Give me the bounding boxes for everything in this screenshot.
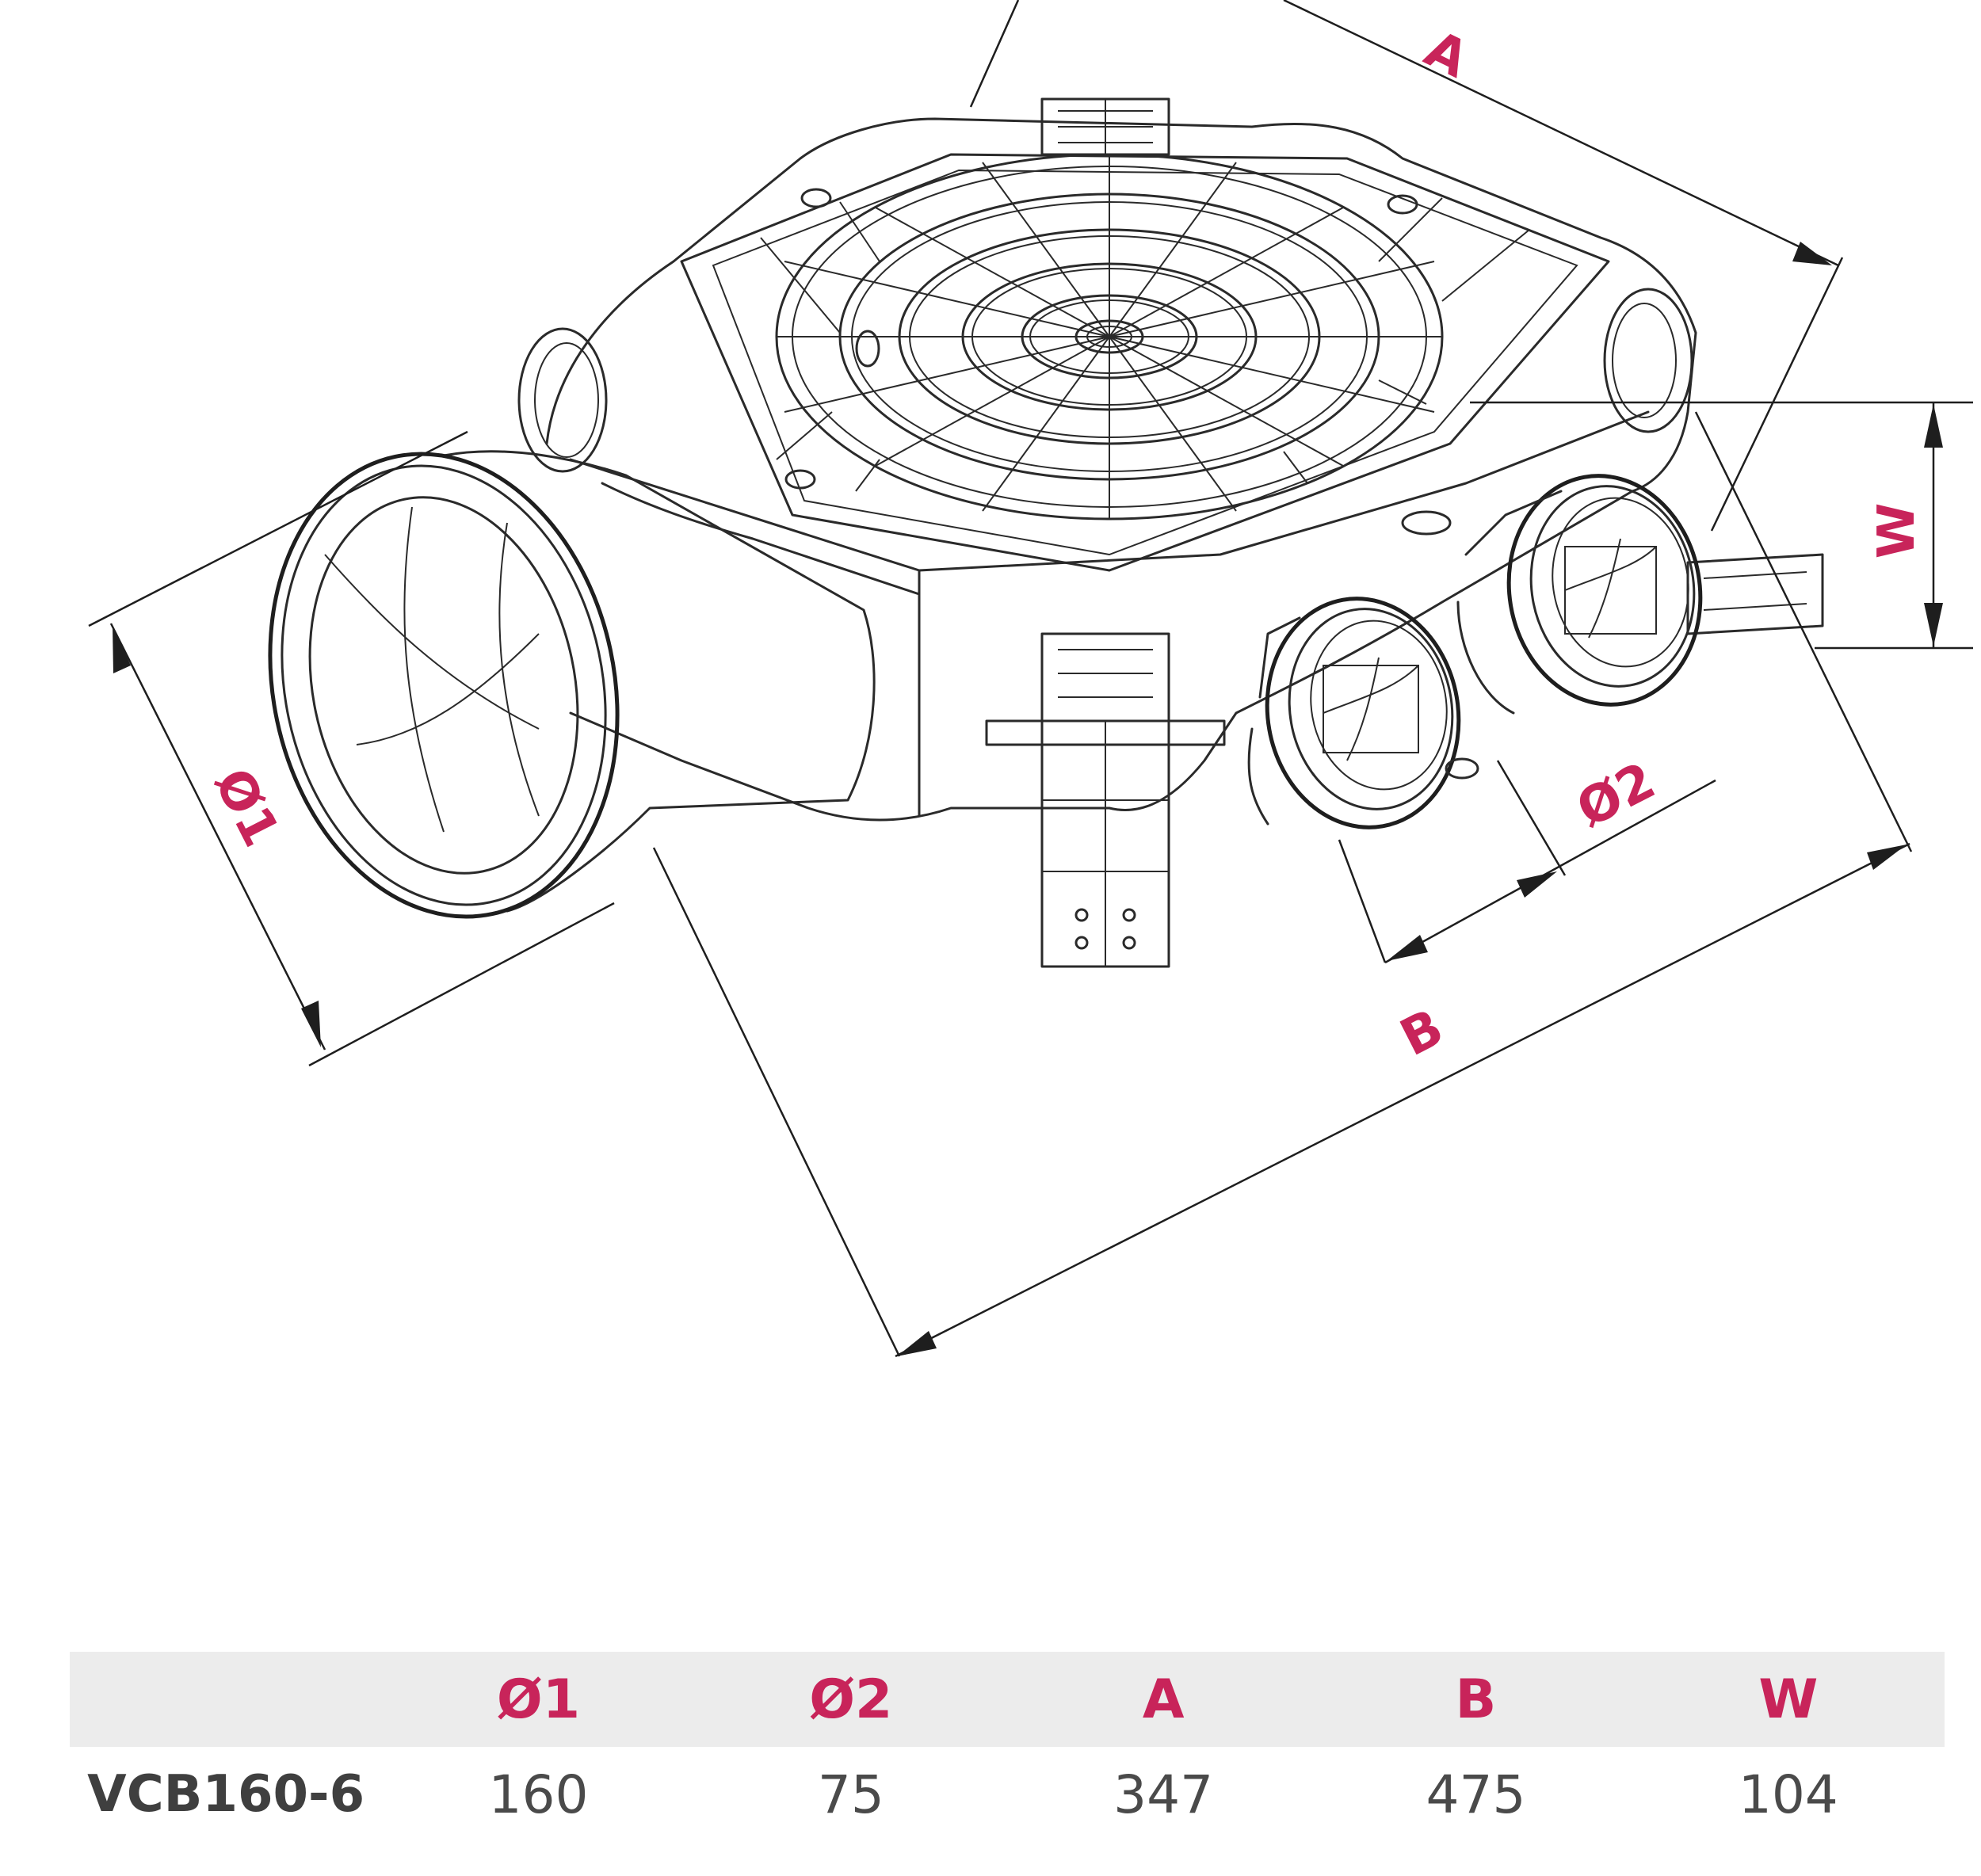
header-cell-model — [70, 1652, 383, 1747]
value-w: 104 — [1738, 1764, 1838, 1825]
dim-label-a: A — [1416, 20, 1477, 90]
dim-d1-arrow-bottom — [301, 1001, 321, 1047]
header-cell-a: A — [1006, 1652, 1320, 1747]
model-name: VCB160-6 — [87, 1765, 365, 1824]
header-cell-b: B — [1319, 1652, 1632, 1747]
dim-label-w: W — [1868, 503, 1926, 559]
dim-d2-arrow-left — [1387, 935, 1428, 961]
dim-label-d2: Ø2 — [1568, 752, 1665, 840]
dim-label-d1: Ø1 — [202, 760, 290, 856]
plenum-box-drawing — [268, 97, 1824, 968]
header-cell-d2: Ø2 — [694, 1652, 1007, 1747]
value-d2: 75 — [817, 1764, 884, 1825]
technical-drawing: A W B Ø1 Ø2 — [88, 0, 1973, 1358]
value-d1: 160 — [488, 1764, 589, 1825]
dim-b-arrow-left — [897, 1331, 937, 1356]
dim-d1-arrow-top — [113, 626, 131, 673]
value-b: 475 — [1426, 1764, 1526, 1825]
value-a: 347 — [1113, 1764, 1214, 1825]
table-row: VCB160-6 160 75 347 475 104 — [70, 1747, 1945, 1842]
dimensions-table: Ø1 Ø2 A B W VCB160-6 160 75 347 475 104 — [70, 1652, 1945, 1842]
dimension-lines — [88, 0, 1973, 1358]
dim-b-arrow-right — [1867, 845, 1907, 870]
header-cell-w: W — [1632, 1652, 1945, 1747]
dim-label-b: B — [1391, 998, 1452, 1068]
dim-a-arrow — [1792, 242, 1832, 265]
table-header-row: Ø1 Ø2 A B W — [70, 1652, 1945, 1747]
header-cell-d1: Ø1 — [382, 1652, 695, 1747]
dim-d2-arrow-right — [1517, 871, 1557, 898]
dim-w-arrow-top — [1924, 404, 1943, 448]
dim-w-arrow-bottom — [1924, 603, 1943, 646]
